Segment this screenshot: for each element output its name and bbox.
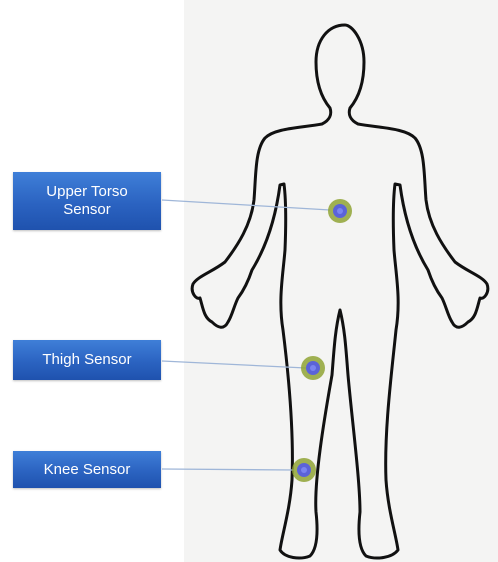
upper-torso-sensor — [328, 199, 352, 223]
knee-sensor-label: Knee Sensor — [13, 451, 161, 488]
upper-torso-sensor-label: Upper Torso Sensor — [13, 172, 161, 230]
thigh-sensor — [301, 356, 325, 380]
thigh-connector — [162, 361, 306, 368]
body-outline — [192, 25, 488, 558]
knee-connector — [162, 469, 294, 470]
thigh-label-text: Thigh Sensor — [42, 351, 131, 369]
thigh-sensor-label: Thigh Sensor — [13, 340, 161, 380]
upper-torso-label-line-1: Upper Torso — [46, 183, 127, 201]
knee-label-text: Knee Sensor — [44, 461, 131, 479]
knee-sensor — [292, 458, 316, 482]
upper-torso-connector — [162, 200, 330, 210]
upper-torso-label-line-2: Sensor — [46, 201, 127, 219]
